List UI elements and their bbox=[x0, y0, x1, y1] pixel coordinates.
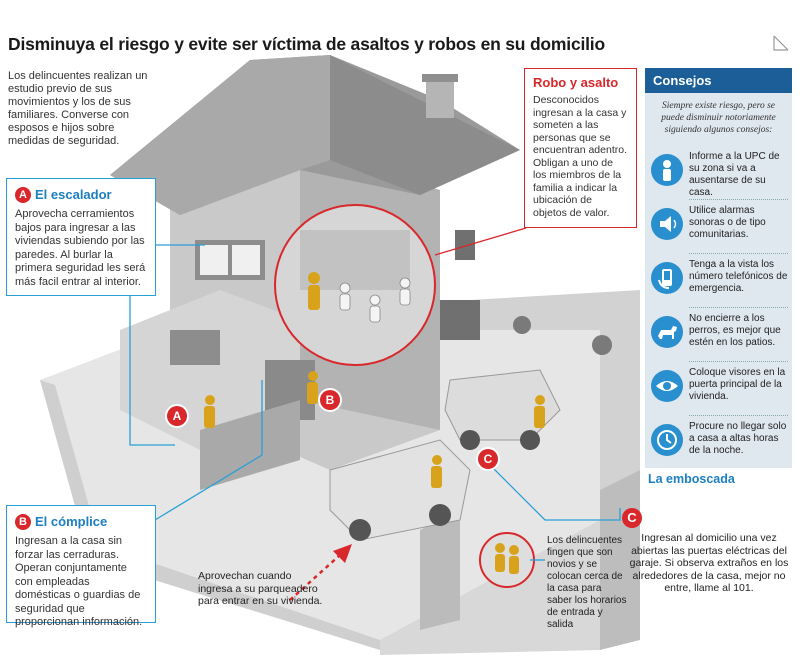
robo-box: Robo y asalto Desconocidos ingresan a la… bbox=[524, 68, 637, 228]
emboscada-heading: La emboscada bbox=[648, 472, 735, 486]
clock-icon bbox=[651, 424, 683, 456]
consejos-panel: Consejos Siempre existe riesgo, pero se … bbox=[645, 68, 792, 468]
tip-text: Informe a la UPC de su zona si va a ause… bbox=[689, 151, 780, 198]
tip-divider bbox=[689, 361, 788, 362]
tip-item: No encierre a los perros, es mejor que e… bbox=[645, 308, 792, 362]
escalador-text: Aprovecha cerramientos bajos para ingres… bbox=[15, 208, 146, 288]
phone-hand-icon bbox=[651, 262, 683, 294]
eye-icon bbox=[651, 370, 683, 402]
tip-text: Coloque visores en la puerta principal d… bbox=[689, 367, 786, 402]
couple-note: Los delincuentes fingen que son novios y… bbox=[547, 535, 627, 630]
tip-item: Utilice alarmas sonoras o de tipo comuni… bbox=[645, 200, 792, 254]
emboscada-marker: C bbox=[622, 508, 642, 528]
tip-text: Utilice alarmas sonoras o de tipo comuni… bbox=[689, 205, 766, 240]
intro-text: Los delincuentes realizan un estudio pre… bbox=[8, 70, 148, 147]
robo-text: Desconocidos ingresan a la casa y somete… bbox=[533, 94, 627, 219]
tip-divider bbox=[689, 199, 788, 200]
tip-item: Informe a la UPC de su zona si va a ause… bbox=[645, 146, 792, 200]
tip-divider bbox=[689, 415, 788, 416]
complice-text: Ingresan a la casa sin forzar las cerrad… bbox=[15, 535, 143, 628]
garage-note: Aprovechan cuando ingresa a su parqueade… bbox=[198, 570, 323, 607]
person-icon bbox=[651, 154, 683, 186]
corner-fold-icon bbox=[773, 35, 789, 51]
scene-marker-b: B bbox=[320, 390, 340, 410]
emboscada-text: Ingresan al domicilio una vez abiertas l… bbox=[629, 532, 789, 594]
tip-text: Procure no llegar solo a casa a altas ho… bbox=[689, 421, 787, 456]
complice-marker: B bbox=[15, 513, 31, 530]
scene-marker-a: A bbox=[167, 406, 187, 426]
escalador-marker: A bbox=[15, 186, 31, 203]
tip-text: Tenga a la vista los número telefónicos … bbox=[689, 259, 788, 294]
consejos-intro: Siempre existe riesgo, pero se puede dis… bbox=[661, 101, 776, 135]
dog-icon bbox=[651, 316, 683, 348]
tip-item: Procure no llegar solo a casa a altas ho… bbox=[645, 416, 792, 470]
tip-divider bbox=[689, 253, 788, 254]
page-title: Disminuya el riesgo y evite ser víctima … bbox=[8, 34, 605, 54]
tip-divider bbox=[689, 307, 788, 308]
tip-text: No encierre a los perros, es mejor que e… bbox=[689, 313, 781, 348]
robo-heading: Robo y asalto bbox=[533, 75, 619, 90]
tip-item: Coloque visores en la puerta principal d… bbox=[645, 362, 792, 416]
consejos-heading: Consejos bbox=[645, 68, 792, 93]
scene-marker-c: C bbox=[478, 449, 498, 469]
alarm-icon bbox=[651, 208, 683, 240]
tip-item: Tenga a la vista los número telefónicos … bbox=[645, 254, 792, 308]
